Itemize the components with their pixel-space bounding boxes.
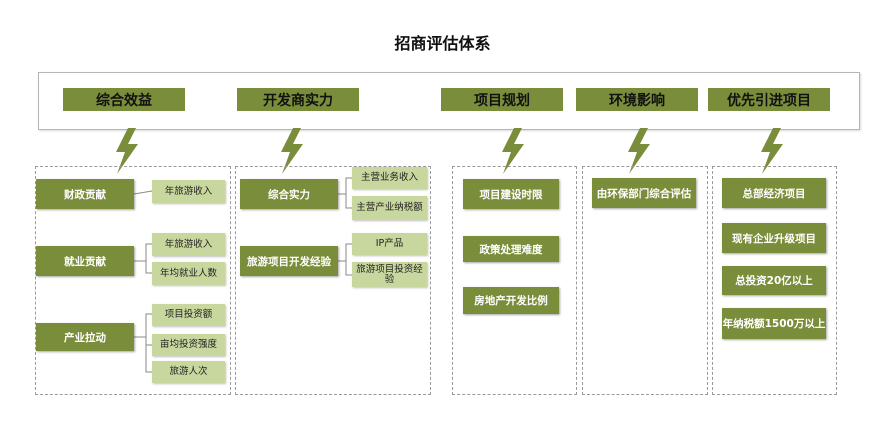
- planning-group-box: [452, 166, 577, 395]
- benefit-group-employment: 就业贡献: [36, 246, 134, 276]
- category-developer-strength: 开发商实力: [237, 88, 359, 111]
- environment-group-box: [582, 166, 708, 395]
- priority-item: 现有企业升级项目: [722, 223, 826, 253]
- developer-group-box: [235, 166, 431, 395]
- diagram-title: 招商评估体系: [394, 34, 491, 53]
- lightning-bolt-icon: [116, 128, 138, 174]
- benefit-item: 项目投资额: [152, 304, 225, 326]
- environment-item: 由环保部门综合评估: [592, 178, 696, 208]
- priority-item: 总部经济项目: [722, 178, 826, 208]
- priority-item: 总投资20亿以上: [722, 266, 826, 295]
- benefit-item: 旅游人次: [152, 361, 225, 383]
- developer-group-strength: 综合实力: [240, 179, 338, 209]
- lightning-bolt-icon: [628, 128, 650, 174]
- lightning-bolt-icon: [502, 128, 524, 174]
- benefit-item: 年旅游收入: [152, 233, 225, 256]
- planning-item: 项目建设时限: [463, 179, 559, 209]
- category-environmental-impact: 环境影响: [576, 88, 698, 111]
- lightning-bolt-icon: [281, 128, 303, 174]
- developer-item: IP产品: [352, 233, 427, 255]
- benefit-group-industry: 产业拉动: [36, 323, 134, 351]
- benefit-item: 亩均投资强度: [152, 334, 225, 356]
- planning-item: 政策处理难度: [463, 236, 559, 262]
- benefit-item: 年旅游收入: [152, 180, 225, 203]
- category-comprehensive-benefit: 综合效益: [63, 88, 185, 111]
- priority-group-box: [712, 166, 837, 395]
- developer-group-experience: 旅游项目开发经验: [240, 246, 338, 276]
- planning-item: 房地产开发比例: [463, 287, 559, 314]
- priority-item: 年纳税额1500万以上: [722, 308, 826, 339]
- category-priority-projects: 优先引进项目: [708, 88, 830, 111]
- benefit-item: 年均就业人数: [152, 262, 225, 285]
- category-project-planning: 项目规划: [441, 88, 563, 111]
- developer-item: 主营业务收入: [352, 167, 427, 189]
- benefit-group-fiscal: 财政贡献: [36, 179, 134, 209]
- benefit-group-box: [35, 166, 231, 395]
- lightning-bolt-icon: [761, 128, 783, 174]
- developer-item: 旅游项目投资经验: [352, 262, 427, 287]
- developer-item: 主营产业纳税额: [352, 196, 427, 220]
